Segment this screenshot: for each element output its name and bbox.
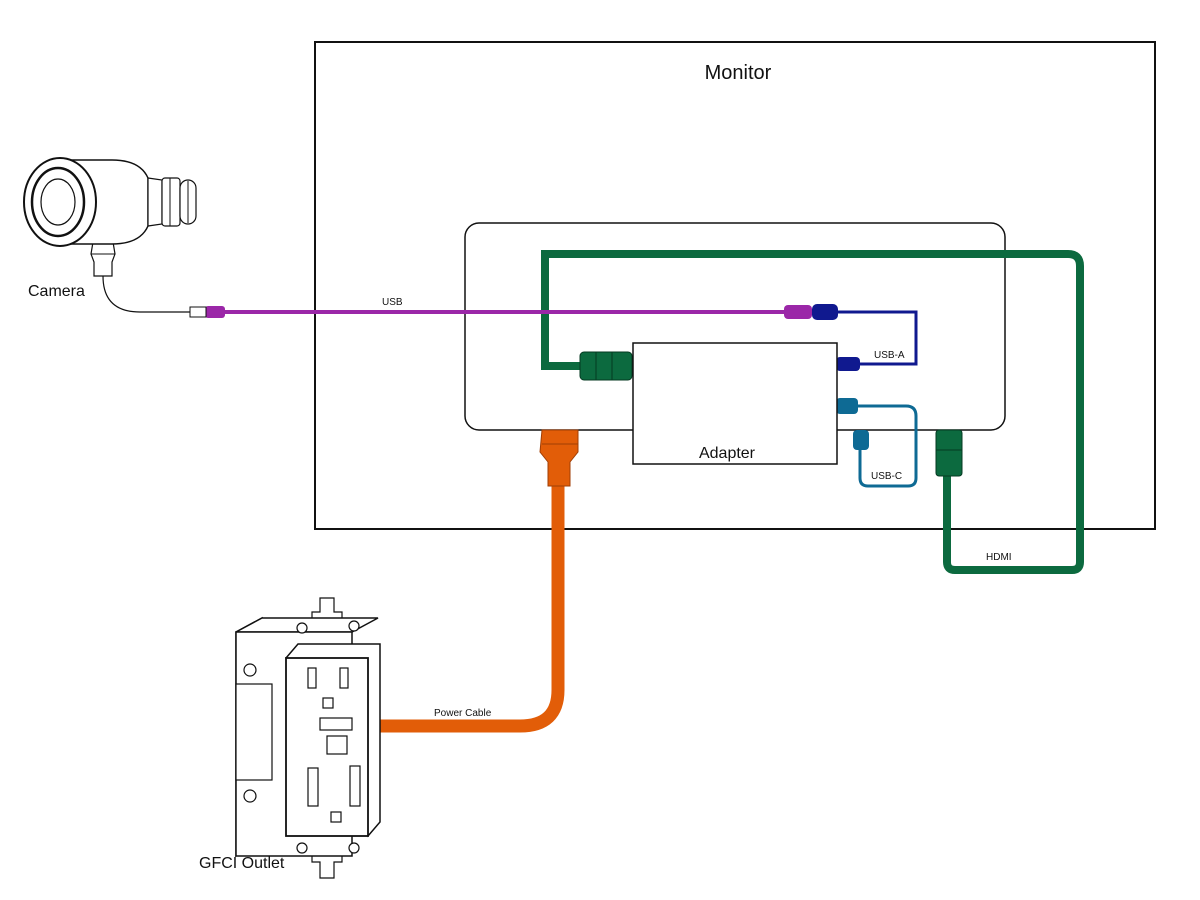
hdmi-connector-monitor	[935, 429, 963, 477]
outlet-tab-hole-bottom-left	[296, 842, 308, 854]
outlet-slot-top-right	[339, 667, 349, 689]
power-cable-label: Power Cable	[434, 708, 492, 719]
outlet-reset-button	[326, 735, 348, 755]
usb-connector-camera	[205, 306, 225, 318]
adapter-label: Adapter	[699, 445, 756, 462]
outlet-slot-bottom-left	[307, 767, 319, 807]
outlet-tab-hole-top-right	[348, 620, 360, 632]
camera: Camera	[23, 157, 207, 318]
outlet-screw-bottom	[243, 789, 257, 803]
usb-a-cable-line	[838, 310, 918, 366]
outlet-left-bracket	[235, 683, 273, 781]
camera-rear-barrel	[161, 177, 181, 227]
outlet-slot-top-left	[307, 667, 317, 689]
usb-c-cable-line	[858, 404, 918, 488]
usb-cable-label: USB	[382, 297, 403, 308]
gfci-outlet: GFCI Outlet	[199, 597, 381, 879]
hdmi-cable-line	[541, 250, 1084, 574]
monitor-frame	[314, 41, 1156, 530]
outlet-screw-top	[243, 663, 257, 677]
power-plug	[539, 429, 579, 487]
usb-c-cable-label: USB-C	[871, 471, 902, 482]
usb-cable: USB	[205, 297, 812, 319]
hdmi-connector-adapter	[579, 351, 633, 381]
usb-a-cable: USB-A	[812, 304, 918, 371]
camera-lead-wire	[102, 275, 192, 313]
usb-a-cable-label: USB-A	[874, 350, 905, 361]
outlet-test-button	[319, 717, 353, 731]
outlet-tab-hole-top-left	[296, 622, 308, 634]
usb-c-cable: USB-C	[836, 398, 918, 488]
outlet-slot-bottom-right	[349, 765, 361, 807]
camera-lead-plug	[189, 306, 207, 318]
usb-c-connector-monitor	[853, 430, 869, 450]
adapter: Adapter	[632, 342, 838, 465]
camera-lens-mount	[147, 177, 163, 227]
hdmi-cable: HDMI	[541, 250, 1084, 574]
outlet-tab-hole-bottom-right	[348, 842, 360, 854]
hdmi-cable-label: HDMI	[986, 552, 1012, 563]
camera-label: Camera	[28, 283, 85, 300]
camera-lens-inner	[40, 178, 76, 226]
outlet-ground-top	[322, 697, 334, 709]
usb-connector-end	[784, 305, 812, 319]
monitor-label: Monitor	[705, 62, 772, 84]
usb-c-connector-adapter	[836, 398, 858, 414]
power-cable-line	[380, 485, 565, 733]
outlet-ground-bottom	[330, 811, 342, 823]
gfci-outlet-label: GFCI Outlet	[199, 855, 285, 872]
camera-cable-gland	[90, 241, 116, 277]
power-cable: Power Cable	[380, 429, 579, 733]
usb-a-connector-top	[812, 304, 838, 320]
usb-a-connector-adapter	[836, 357, 860, 371]
adapter-box	[632, 342, 838, 465]
